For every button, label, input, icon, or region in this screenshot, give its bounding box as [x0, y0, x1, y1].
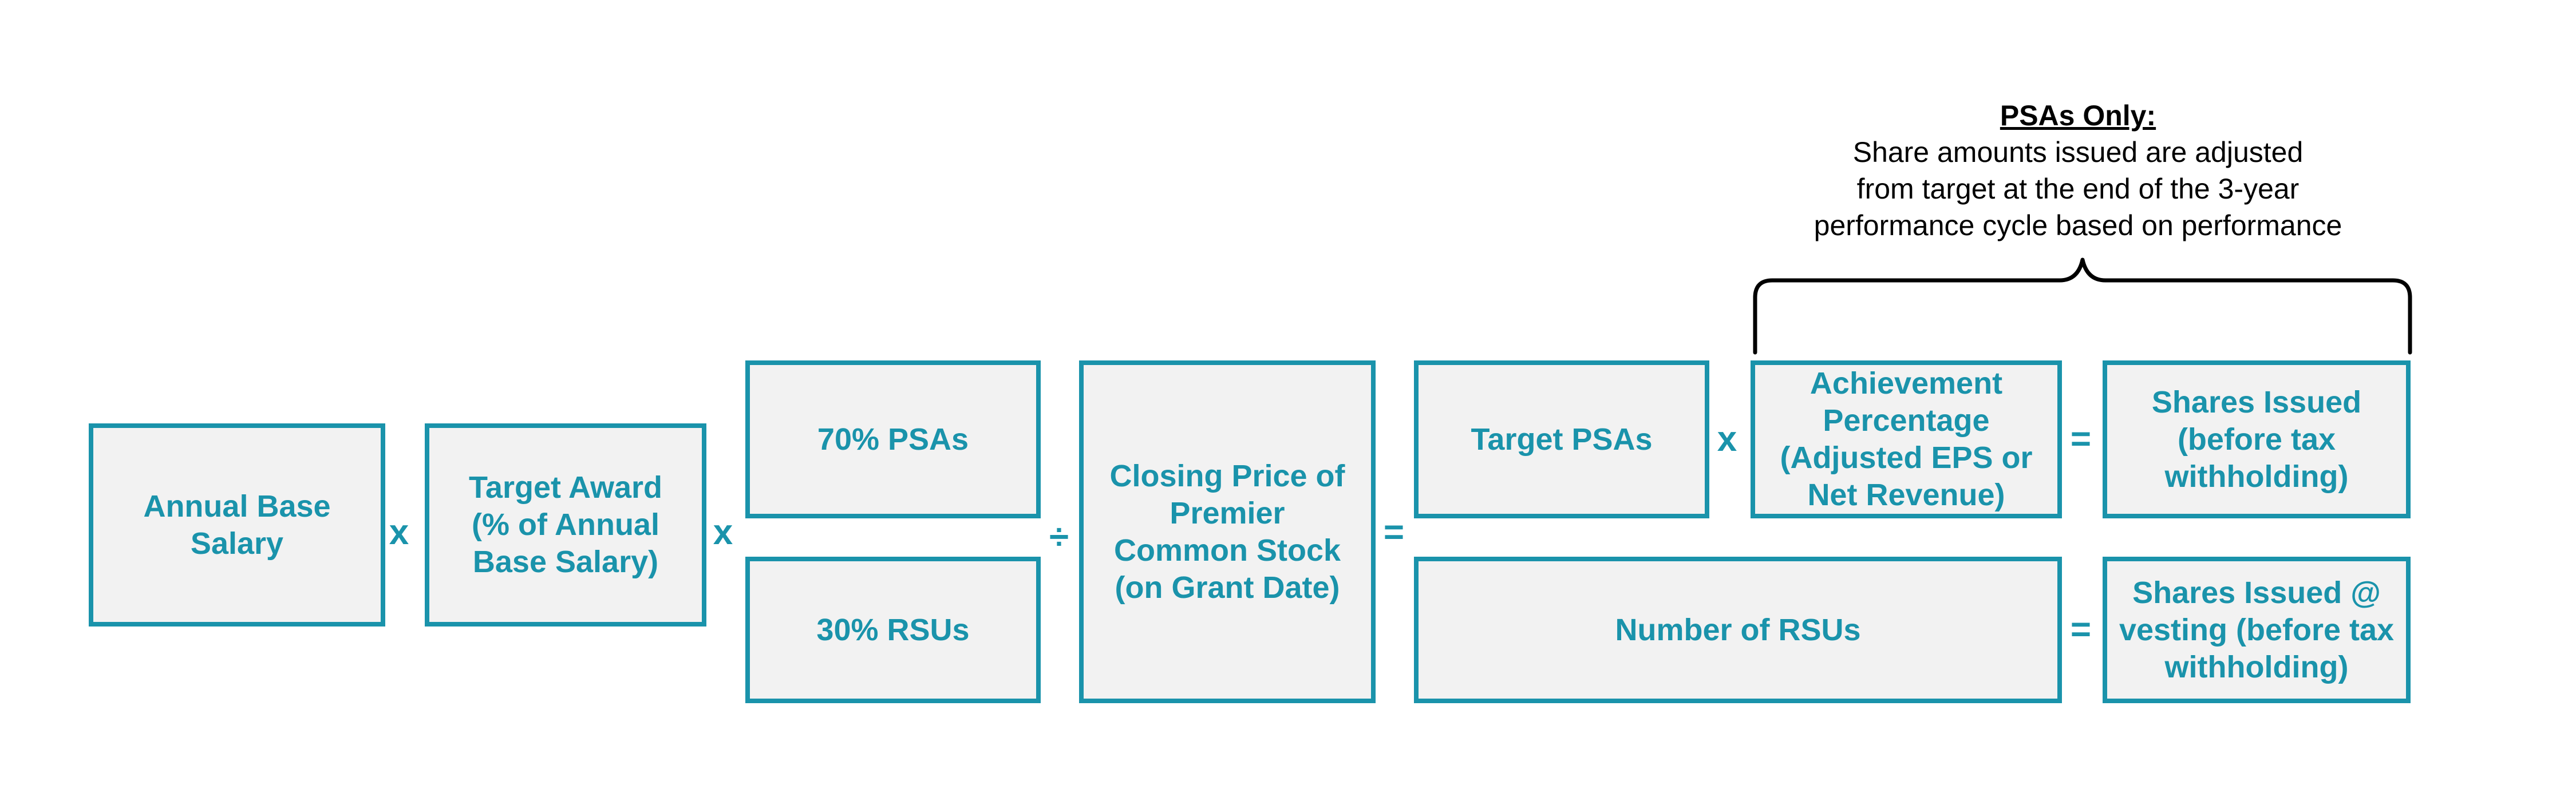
rsus-30-box: 30% RSUs: [745, 557, 1041, 703]
psas-only-note: PSAs Only: Share amounts issued are adju…: [1780, 97, 2376, 244]
multiply-operator-psa: x: [1717, 419, 1737, 459]
achievement-percentage-box: Achievement Percentage (Adjusted EPS or …: [1751, 360, 2062, 518]
equals-operator-main: =: [1383, 513, 1405, 552]
shares-issued-rsu-box: Shares Issued @ vesting (before tax with…: [2103, 557, 2411, 703]
closing-price-box: Closing Price of Premier Common Stock (o…: [1079, 360, 1376, 703]
divide-operator: ÷: [1049, 517, 1069, 557]
multiply-operator-1: x: [389, 513, 409, 552]
equals-operator-rsu: =: [2070, 610, 2092, 649]
number-of-rsus-box: Number of RSUs: [1414, 557, 2062, 703]
psas-70-box: 70% PSAs: [745, 360, 1041, 518]
psas-only-description: Share amounts issued are adjusted from t…: [1814, 136, 2342, 241]
annual-base-salary-box: Annual Base Salary: [89, 423, 385, 627]
curly-brace-icon: [1753, 257, 2412, 355]
shares-issued-psa-box: Shares Issued (before tax withholding): [2103, 360, 2411, 518]
target-psas-box: Target PSAs: [1414, 360, 1709, 518]
multiply-operator-2: x: [713, 513, 733, 552]
equals-operator-psa: =: [2070, 419, 2092, 459]
psas-only-title: PSAs Only:: [2000, 100, 2156, 132]
target-award-box: Target Award (% of Annual Base Salary): [425, 423, 706, 627]
